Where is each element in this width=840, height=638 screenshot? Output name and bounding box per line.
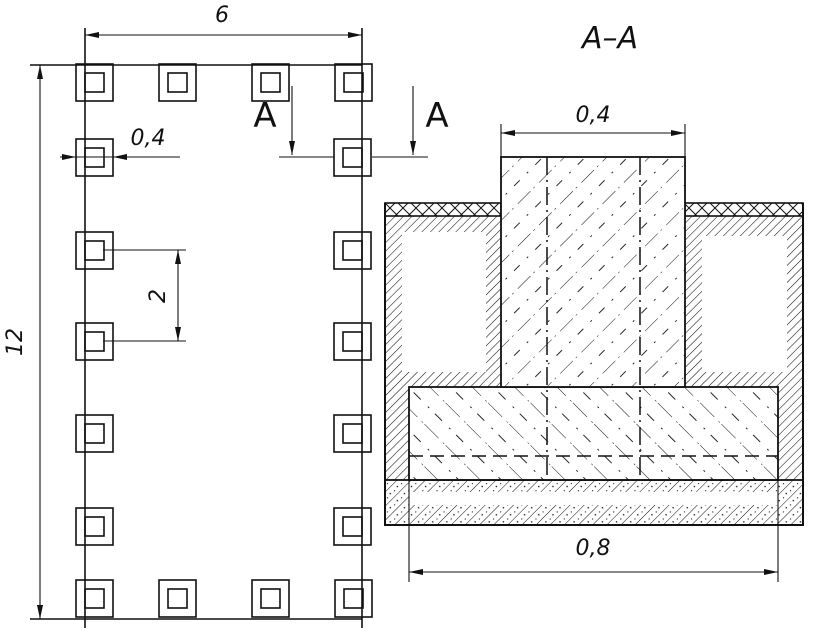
pile-shaft [342, 516, 363, 537]
pile [158, 63, 197, 102]
pile [251, 579, 290, 618]
pile-cap [75, 414, 114, 453]
pile [158, 579, 197, 618]
concrete-column [500, 156, 686, 388]
void-right [702, 236, 787, 372]
pile-cap [158, 63, 197, 102]
pile-shaft [84, 240, 105, 261]
pile-shaft [342, 331, 363, 352]
pile-cap [75, 63, 114, 102]
pile [75, 63, 114, 102]
dimension-label-height: 12 [3, 328, 28, 356]
section-letter-left: A [253, 96, 276, 136]
pile-cap [334, 63, 373, 102]
pile [333, 507, 372, 546]
arrow-icon [62, 154, 76, 160]
pile [334, 63, 373, 102]
pile [333, 322, 372, 361]
pile-cap [333, 138, 372, 177]
pile-cap [158, 579, 197, 618]
dimension-width: 6 [85, 3, 362, 38]
pile [75, 414, 114, 453]
plan-view: 6 12 0,4 2 A A [3, 3, 449, 628]
dimension-spacing: 2 [103, 249, 186, 342]
pile-shaft [260, 588, 281, 609]
section-marker: A A [253, 86, 449, 158]
pile-shaft [260, 72, 281, 93]
pile-shaft [84, 588, 105, 609]
insulation-cover-right [684, 202, 804, 217]
void-left [402, 232, 486, 372]
dimension-height: 12 [3, 65, 43, 619]
pile-cap [75, 579, 114, 618]
dimension-pile-size: 0,4 [60, 126, 180, 160]
pile [334, 579, 373, 618]
bedding-gap [409, 492, 778, 505]
pile-shaft [84, 516, 105, 537]
pile-cap [333, 414, 372, 453]
dimension-label-pile-size: 0,4 [131, 126, 166, 151]
dimension-label-spacing: 2 [146, 289, 171, 303]
section-letter-right: A [425, 96, 448, 136]
pile-cap [75, 507, 114, 546]
pile [333, 414, 372, 453]
pile-cap [333, 507, 372, 546]
concrete-footing [408, 386, 779, 481]
pile [75, 507, 114, 546]
dimension-label-column-width: 0,4 [576, 103, 611, 128]
dimension-label-width: 6 [215, 3, 229, 28]
pile-cap [333, 322, 372, 361]
pile [333, 231, 372, 270]
pile-shaft [342, 423, 363, 444]
pile-cap [333, 231, 372, 270]
section-view: A–A 0,4 [384, 21, 804, 582]
pile [75, 579, 114, 618]
pile-shaft [342, 147, 363, 168]
pile [251, 63, 290, 102]
pile-cap [251, 579, 290, 618]
arrow-icon [113, 154, 127, 160]
pile-shaft [84, 331, 105, 352]
section-title: A–A [580, 21, 638, 56]
pile-shaft [343, 588, 364, 609]
pile-shaft [167, 588, 188, 609]
dimension-label-footing-width: 0,8 [576, 536, 611, 561]
pile-shaft [342, 240, 363, 261]
pile-cap [334, 579, 373, 618]
dimension-footing-width: 0,8 [408, 480, 779, 582]
pile-shaft [84, 72, 105, 93]
pile-shaft [343, 72, 364, 93]
pile [333, 138, 372, 177]
section-outline [384, 203, 804, 526]
dimension-column-width: 0,4 [500, 103, 686, 157]
pile-shaft [167, 72, 188, 93]
insulation-cover-left [384, 202, 502, 217]
pile-cap [251, 63, 290, 102]
pile-shaft [84, 423, 105, 444]
